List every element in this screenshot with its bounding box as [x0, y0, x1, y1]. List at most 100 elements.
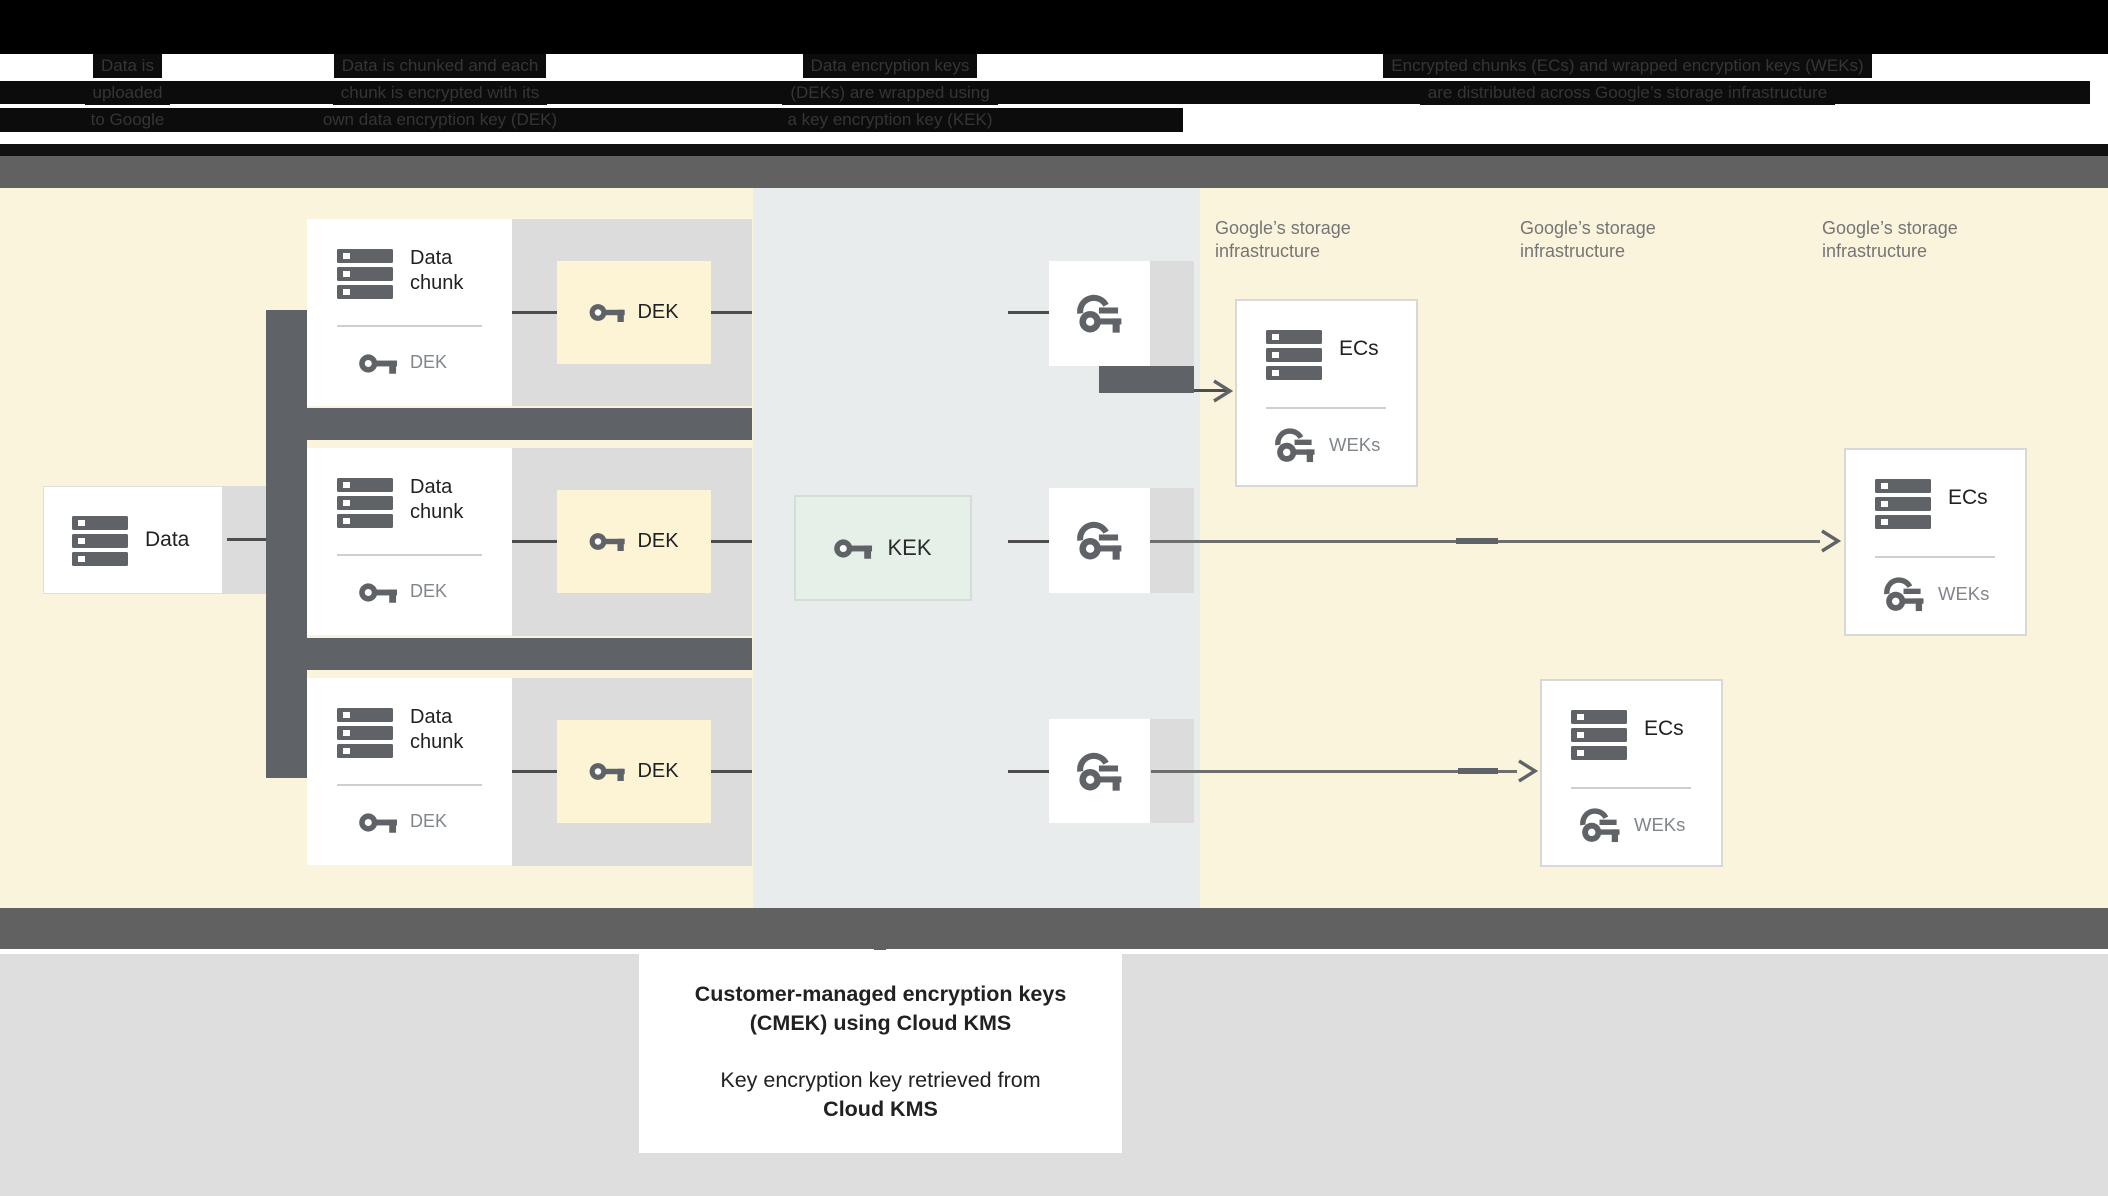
divider	[1875, 556, 1995, 558]
caption-line: chunk is encrypted with its	[332, 81, 548, 105]
dek-box-label: DEK	[637, 760, 679, 782]
arrow3-head-icon	[1517, 759, 1537, 783]
caption-line: Data encryption keys	[802, 54, 978, 78]
storage-infrastructure-label-1: Google’s storage infrastructure	[1215, 217, 1351, 263]
header-caption-upload: Data is uploaded to Google	[50, 54, 205, 135]
connector-data-trunk	[227, 538, 266, 541]
callout-spacer	[639, 1038, 1122, 1066]
callout-line: Customer-managed encryption keys	[694, 982, 1067, 1006]
arrow3-line	[1151, 770, 1517, 773]
ecs-title: ECs	[1948, 486, 1988, 509]
wrap-panel-1	[1150, 261, 1194, 366]
data-box-label: Data	[145, 528, 190, 551]
caption-line: Data is	[93, 54, 162, 78]
divider	[337, 325, 482, 327]
cmek-callout: Customer-managed encryption keys (CMEK) …	[639, 950, 1122, 1153]
caption-line: a key encryption key (KEK)	[779, 108, 1001, 132]
callout-line: Cloud KMS	[823, 1097, 938, 1121]
server-icon	[1571, 710, 1627, 760]
data-chunk-box-2: Data chunk DEK	[307, 448, 512, 635]
server-icon	[337, 708, 393, 758]
key-icon	[590, 304, 626, 322]
divider	[337, 554, 482, 556]
connector-kek-wrap1	[1008, 311, 1049, 314]
top-gray-band	[0, 156, 2108, 188]
header-caption-distribution: Encrypted chunks (ECs) and wrapped encry…	[1295, 54, 1960, 108]
dek-box-1: DEK	[557, 261, 711, 364]
callout-line: (CMEK) using Cloud KMS	[749, 1011, 1012, 1035]
wrapped-key-icon	[1884, 574, 1925, 614]
fan-out-bar-2	[266, 638, 752, 670]
storage-infrastructure-label-3: Google’s storage infrastructure	[1822, 217, 1958, 263]
data-chunk-box-3: Data chunk DEK	[307, 678, 512, 865]
divider	[1571, 787, 1691, 789]
key-icon	[590, 533, 626, 551]
caption-line: Data is chunked and each	[333, 54, 547, 78]
arrow1-head-icon	[1212, 379, 1232, 403]
ecs-title: ECs	[1339, 337, 1379, 360]
header-caption-wrapping: Data encryption keys (DEKs) are wrapped …	[750, 54, 1030, 135]
chunk-dek-label: DEK	[410, 352, 448, 372]
divider	[337, 784, 482, 786]
server-icon	[337, 249, 393, 299]
bottom-gray-band	[0, 908, 2108, 949]
chunk-title: Data chunk	[410, 247, 464, 294]
storage-label-line: infrastructure	[1215, 241, 1321, 261]
dek-box-label: DEK	[637, 301, 679, 323]
key-icon	[359, 813, 398, 833]
server-icon	[72, 516, 128, 566]
wrapped-key-icon	[1275, 425, 1316, 465]
chunk-dek-label: DEK	[410, 811, 448, 831]
storage-infrastructure-label-2: Google’s storage infrastructure	[1520, 217, 1656, 263]
key-icon	[590, 763, 626, 781]
storage-label-line: Google’s storage	[1822, 218, 1958, 238]
arrow1-line	[1194, 389, 1230, 392]
server-icon	[337, 478, 393, 528]
wrap-key-box-1	[1049, 261, 1150, 366]
caption-line: to Google	[82, 108, 173, 132]
header-caption-chunking: Data is chunked and each chunk is encryp…	[285, 54, 595, 135]
arrow2-thick-segment	[1456, 538, 1498, 544]
wrapped-key-icon	[1077, 518, 1123, 563]
storage-label-line: Google’s storage	[1520, 218, 1656, 238]
wrapped-key-icon	[1077, 291, 1123, 336]
caption-line: uploaded	[84, 81, 171, 105]
key-icon	[359, 583, 398, 603]
arrow2-head-icon	[1820, 529, 1840, 553]
data-box: Data	[43, 486, 223, 594]
connector-chunk1-dek	[512, 311, 557, 314]
header-black-bar	[0, 0, 2108, 54]
arrow3-thick-segment	[1458, 768, 1498, 774]
wrapped-key-icon	[1580, 805, 1621, 845]
chunk-title: Data chunk	[410, 706, 464, 753]
ecs-box-2: ECs WEKs	[1844, 448, 2027, 636]
key-icon	[834, 538, 873, 559]
connector-dek1-out	[711, 311, 752, 314]
connector-chunk3-dek	[512, 770, 557, 773]
data-chunk-box-1: Data chunk DEK	[307, 219, 512, 406]
connector-kek-wrap2	[1008, 540, 1049, 543]
storage-label-line: infrastructure	[1822, 241, 1928, 261]
server-icon	[1875, 479, 1931, 529]
ecs-box-1: ECs WEKs	[1235, 299, 1418, 487]
storage-label-line: Google’s storage	[1215, 218, 1351, 238]
key-icon	[359, 354, 398, 374]
connector-chunk2-dek	[512, 540, 557, 543]
weks-label: WEKs	[1634, 814, 1686, 835]
wrap-key-box-3	[1049, 719, 1150, 823]
header-divider-bar	[0, 144, 2108, 156]
wrap-key-box-2	[1049, 488, 1150, 593]
divider	[1266, 407, 1386, 409]
caption-line: Encrypted chunks (ECs) and wrapped encry…	[1383, 54, 1872, 78]
caption-line: own data encryption key (DEK)	[314, 108, 566, 132]
caption-line: (DEKs) are wrapped using	[782, 81, 998, 105]
kek-box: KEK	[794, 495, 972, 601]
dek-box-2: DEK	[557, 490, 711, 593]
fan-out-bar-1	[266, 408, 752, 440]
server-icon	[1266, 330, 1322, 380]
fan-out-trunk	[266, 310, 307, 778]
dek-box-3: DEK	[557, 720, 711, 823]
weks-label: WEKs	[1329, 434, 1381, 455]
chunk-title: Data chunk	[410, 476, 464, 523]
